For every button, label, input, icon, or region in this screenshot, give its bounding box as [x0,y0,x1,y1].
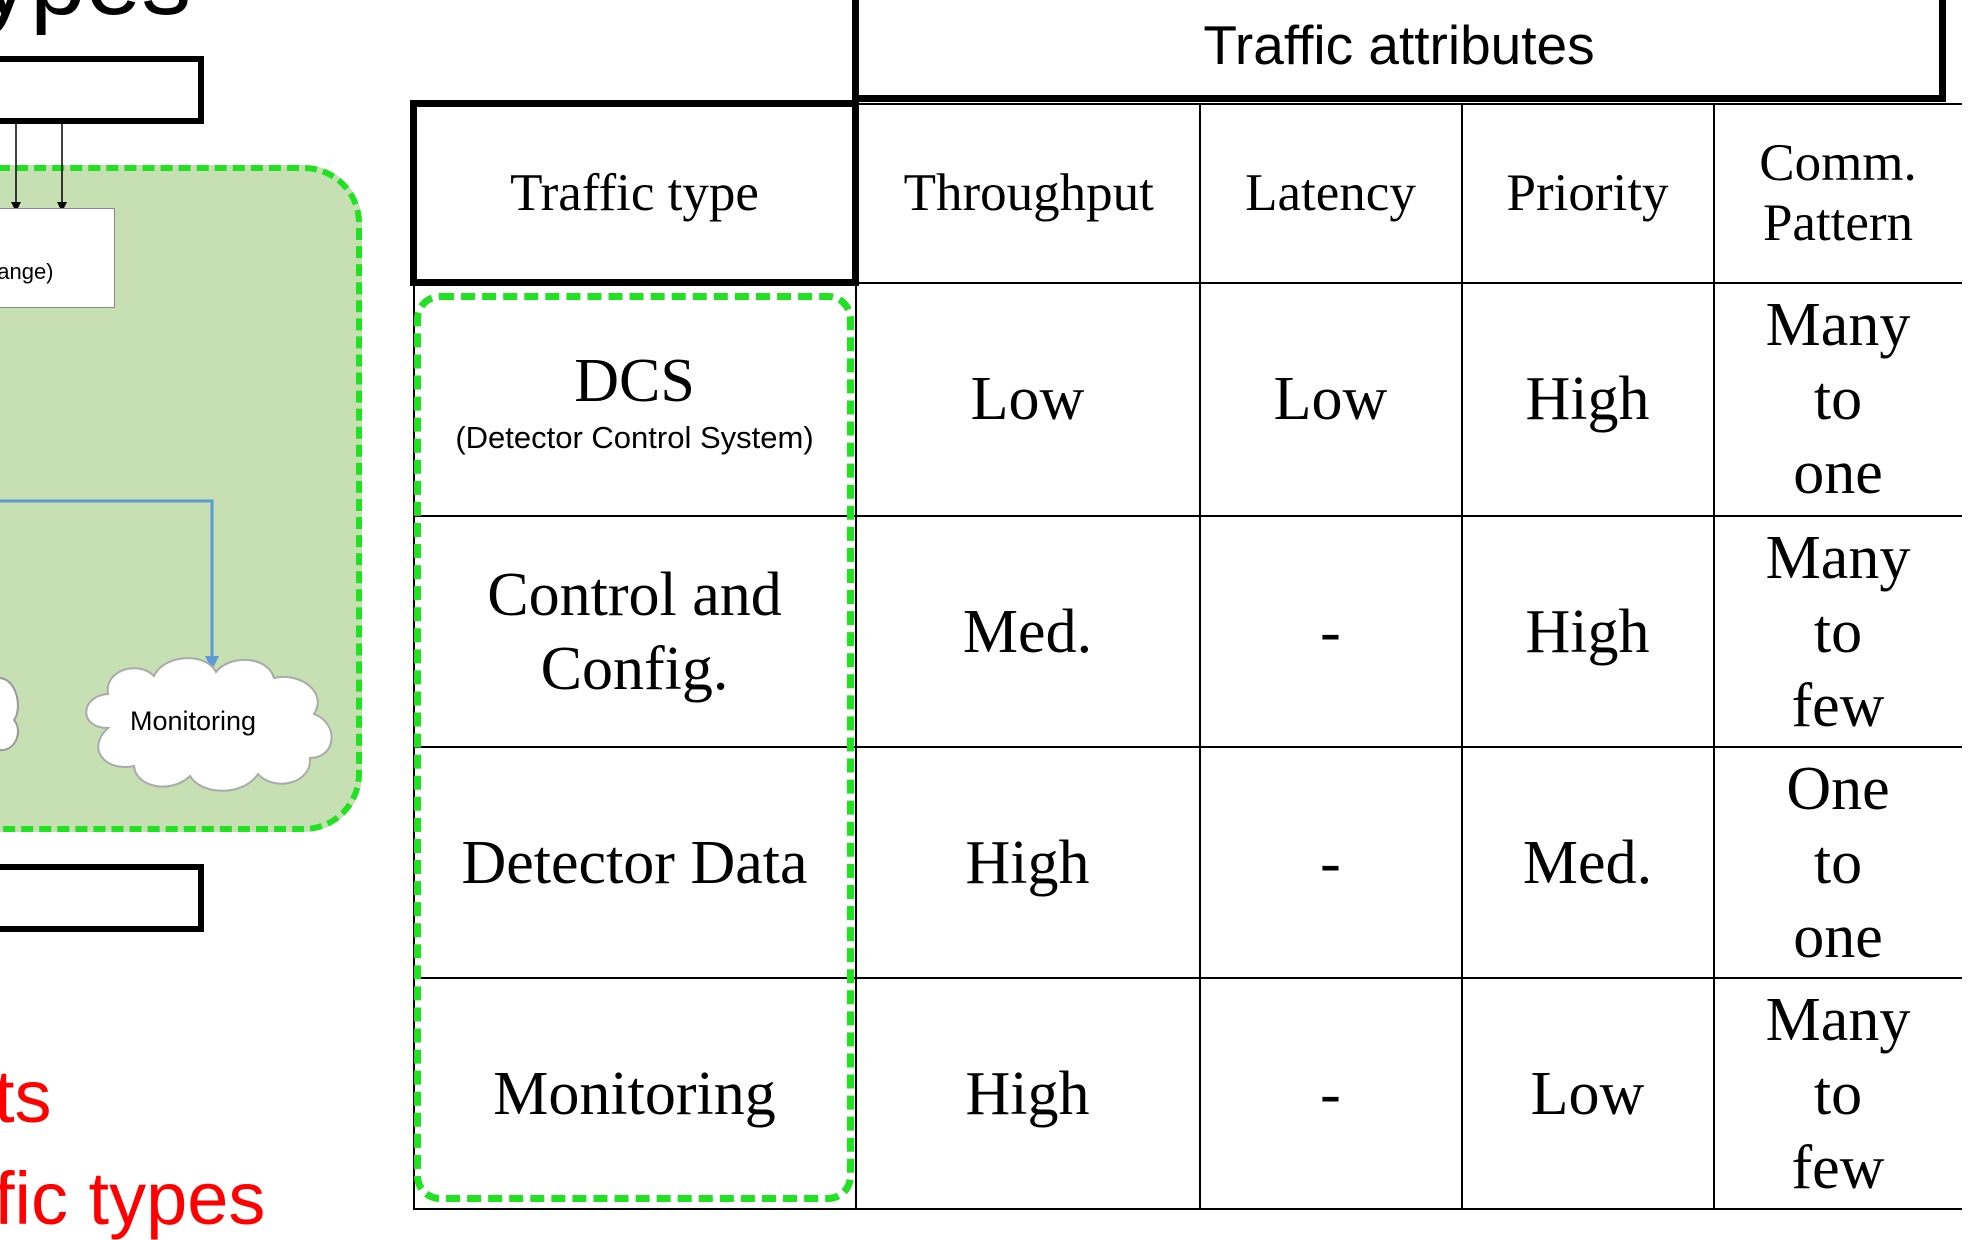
latency-cell: - [1198,515,1463,748]
traffic-attributes-label: Traffic attributes [1203,13,1595,76]
priority-cell: High [1460,515,1715,748]
traffic-type-cell: Control and Config. [412,515,857,748]
throughput-cell: High [854,977,1201,1210]
comm-pattern-value: One to one [1786,754,1890,971]
comm-pattern-cell: Many to few [1712,977,1962,1210]
table-header-row: Traffic type Throughput Latency Priority… [410,100,1962,286]
traffic-type-header-label: Traffic type [510,164,759,222]
traffic-type-header: Traffic type [410,100,859,286]
throughput-value: Low [970,365,1085,434]
column-header: Priority [1460,102,1715,284]
monitoring-cloud-icon [85,657,333,792]
priority-value: High [1525,597,1650,666]
comm-pattern-cell: Many to few [1712,515,1962,748]
throughput-cell: Low [854,281,1201,517]
column-header-label: Throughput [903,164,1154,222]
priority-value: Low [1530,1059,1645,1128]
throughput-cell: Med. [854,515,1201,748]
comm-pattern-cell: Many to one [1712,281,1962,517]
exchange-box-label: hange) [0,259,54,284]
table-row: DCS (Detector Control System) Low Low Hi… [412,281,1962,517]
priority-cell: Low [1460,977,1715,1210]
throughput-value: High [965,1059,1090,1128]
latency-value: - [1320,828,1341,897]
column-header: Comm. Pattern [1712,102,1962,284]
traffic-table: Traffic type Throughput Latency Priority… [410,100,1962,1210]
header-box-bottom [0,864,204,932]
table-row: Control and Config. Med. - High Many to … [412,515,1962,748]
throughput-cell: High [854,746,1201,979]
priority-cell: High [1460,281,1715,517]
throughput-value: High [965,828,1090,897]
cloud-icon-partial [0,677,19,752]
traffic-type-highlight [414,293,854,1202]
traffic-type-subtitle: (Detector Control System) [455,419,814,455]
latency-cell: - [1198,977,1463,1210]
priority-cell: Med. [1460,746,1715,979]
traffic-type-name: Monitoring [493,1059,776,1128]
diagram-arrows [11,118,67,212]
column-header-label: Priority [1506,164,1669,222]
traffic-attributes-header: Traffic attributes [852,0,1946,102]
bullet-line-2: fic types [0,1157,266,1240]
priority-value: Med. [1522,828,1653,897]
traffic-type-name: DCS [574,346,695,415]
column-header-label: Comm. Pattern [1759,134,1917,252]
bullet-line-1: ts [0,1055,52,1138]
latency-value: - [1320,597,1341,666]
traffic-type-name: Control and Config. [487,560,782,703]
priority-value: High [1525,365,1650,434]
table-row: Detector Data High - Med. One to one [412,746,1962,979]
monitoring-connector [0,499,219,670]
latency-value: - [1320,1059,1341,1128]
throughput-value: Med. [962,597,1093,666]
traffic-type-cell: Detector Data [412,746,857,979]
header-box-top [0,56,204,124]
comm-pattern-value: Many to few [1765,985,1911,1202]
latency-value: Low [1273,365,1388,434]
traffic-type-cell: Monitoring [412,977,857,1210]
latency-cell: Low [1198,281,1463,517]
comm-pattern-value: Many to one [1765,291,1911,508]
traffic-type-cell: DCS (Detector Control System) [412,281,857,517]
slide-title-fragment: ypes [0,0,191,30]
comm-pattern-cell: One to one [1712,746,1962,979]
traffic-type-name: Detector Data [461,828,808,897]
comm-pattern-value: Many to few [1765,523,1911,740]
column-header-label: Latency [1245,164,1416,222]
exchange-box: hange) [0,208,115,308]
monitoring-cloud-label: Monitoring [130,706,257,736]
table-row: Monitoring High - Low Many to few [412,977,1962,1210]
column-header: Throughput [854,102,1201,284]
column-header: Latency [1198,102,1463,284]
latency-cell: - [1198,746,1463,979]
